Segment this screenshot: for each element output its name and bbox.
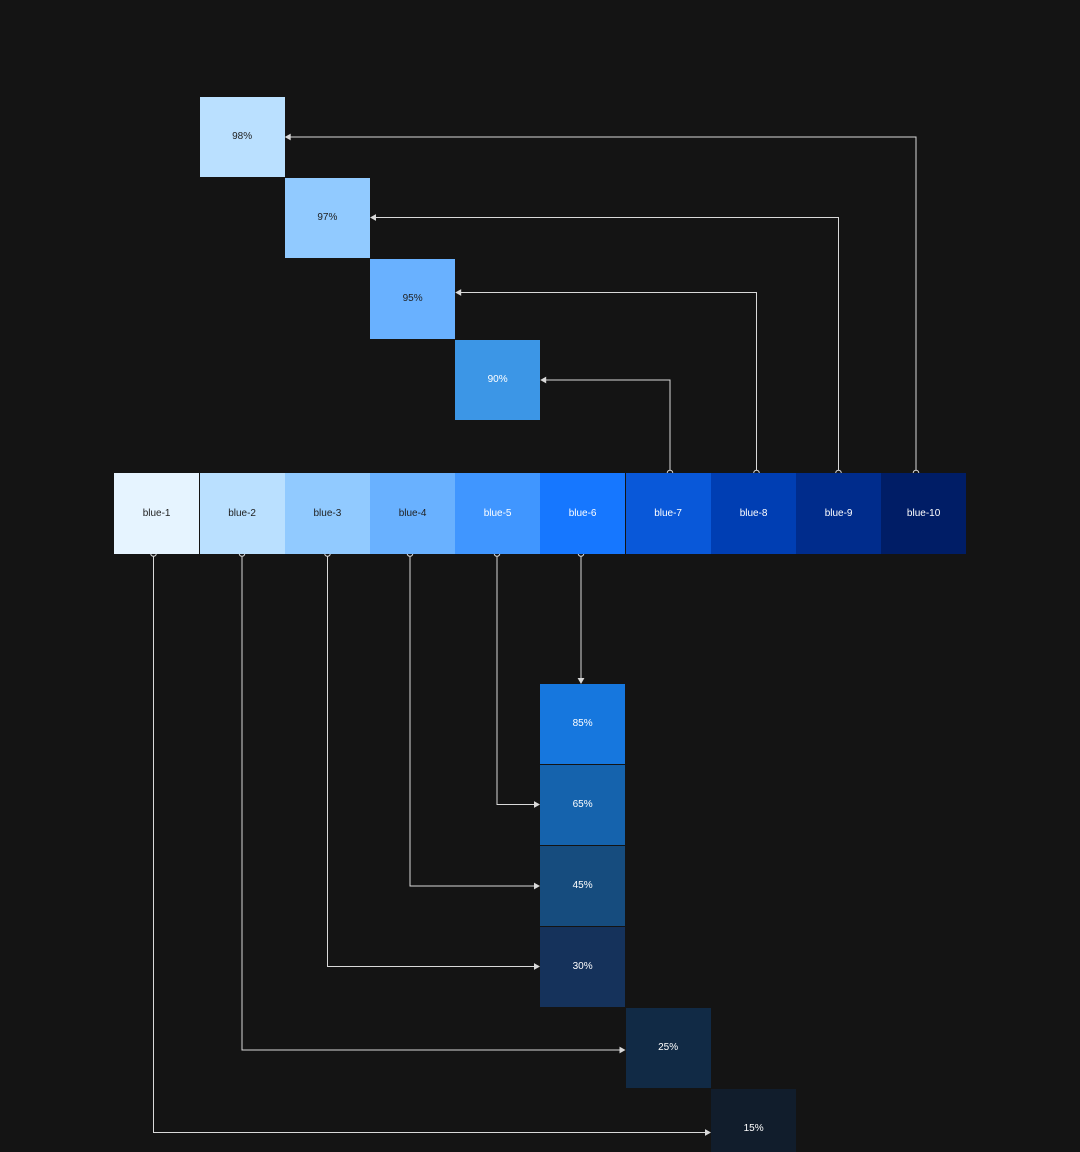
connector-blue-3-to-30 (327, 553, 535, 967)
palette-blue-1: blue-1 (114, 473, 200, 554)
palette-label: blue-5 (483, 507, 512, 519)
swatch-45: 45% (540, 845, 626, 926)
swatch-25: 25% (625, 1007, 711, 1088)
swatch-label: 25% (658, 1042, 679, 1054)
connector-blue-4-to-45 (409, 553, 535, 887)
swatch-label: 30% (572, 961, 593, 973)
palette-label: blue-6 (568, 507, 597, 519)
swatch-label: 97% (317, 212, 338, 224)
arrowhead-blue-7-to-90 (540, 376, 547, 384)
palette-label: blue-7 (654, 507, 682, 519)
swatch-65: 65% (540, 764, 626, 845)
arrowhead-blue-1-to-15 (705, 1129, 711, 1136)
connector-blue-7-to-90 (545, 379, 671, 473)
palette-label: blue-9 (824, 507, 853, 519)
palette-blue-8: blue-8 (711, 473, 797, 554)
arrowhead-blue-9-to-97 (370, 214, 376, 221)
palette-label: blue-10 (906, 507, 941, 519)
swatch-95: 95% (370, 258, 456, 339)
palette-blue-2: blue-2 (199, 473, 285, 554)
swatch-label: 15% (743, 1123, 764, 1135)
arrowhead-blue-10-to-98 (284, 133, 291, 141)
connector-blue-10-to-98 (289, 136, 917, 473)
swatch-30: 30% (540, 926, 626, 1007)
swatch-label: 85% (572, 718, 593, 730)
swatch-97: 97% (284, 177, 370, 258)
arrowhead-blue-4-to-45 (534, 882, 540, 890)
arrowhead-blue-8-to-95 (455, 289, 462, 296)
palette-label: blue-1 (142, 507, 171, 519)
swatch-85: 85% (540, 683, 626, 764)
swatch-label: 90% (487, 374, 508, 386)
arrowhead-blue-3-to-30 (534, 963, 540, 970)
connector-blue-2-to-25 (241, 553, 621, 1051)
swatch-90: 90% (455, 339, 541, 420)
palette-blue-10: blue-10 (881, 473, 967, 554)
arrowhead-blue-6-to-85 (577, 678, 585, 684)
connector-blue-9-to-97 (375, 217, 839, 473)
palette-label: blue-2 (228, 507, 256, 519)
palette-blue-6: blue-6 (540, 473, 626, 554)
swatch-label: 95% (402, 293, 423, 305)
connector-blue-8-to-95 (460, 292, 757, 473)
palette-blue-4: blue-4 (370, 473, 456, 554)
connector-blue-5-to-65 (496, 553, 535, 805)
palette-blue-5: blue-5 (455, 473, 541, 554)
palette-label: blue-8 (739, 507, 768, 519)
palette-label: blue-3 (313, 507, 342, 519)
swatch-label: 98% (232, 131, 253, 143)
swatch-label: 45% (572, 880, 593, 892)
palette-blue-3: blue-3 (284, 473, 370, 554)
arrowhead-blue-2-to-25 (619, 1046, 626, 1054)
connector-blue-1-to-15 (153, 553, 706, 1133)
palette-blue-7: blue-7 (625, 473, 711, 554)
palette-label: blue-4 (398, 507, 427, 519)
arrowhead-blue-5-to-65 (534, 801, 540, 808)
palette-blue-9: blue-9 (796, 473, 882, 554)
swatch-label: 65% (572, 799, 593, 811)
swatch-15: 15% (711, 1088, 797, 1152)
swatch-98: 98% (199, 96, 285, 177)
